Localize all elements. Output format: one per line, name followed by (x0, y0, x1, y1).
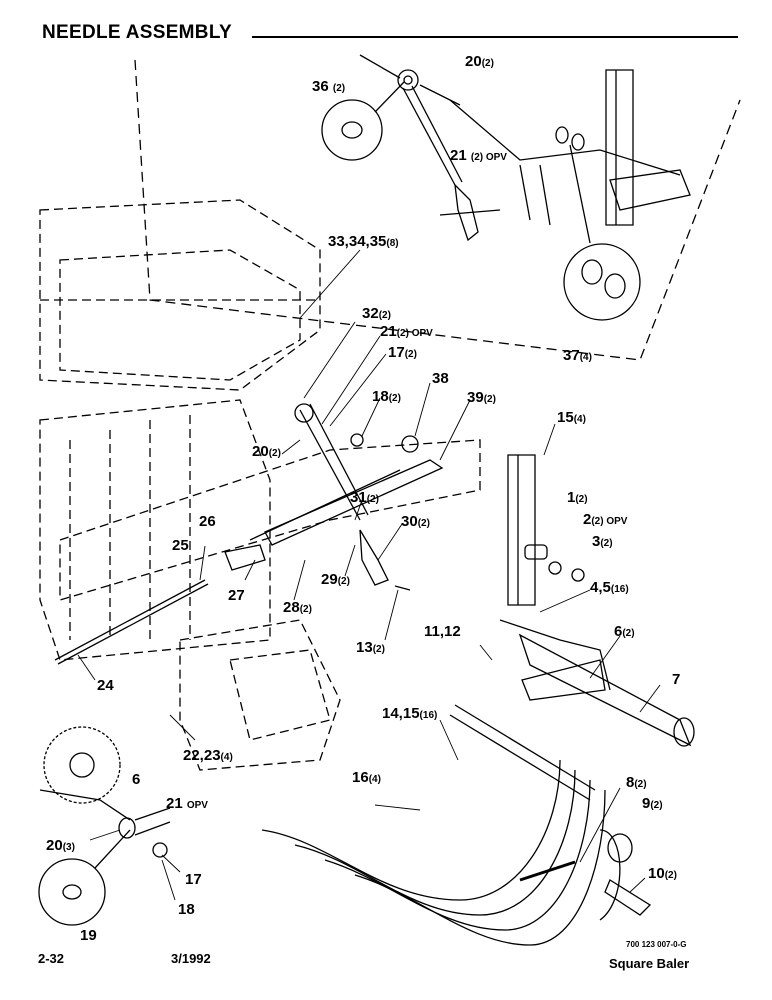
callout-3: 3(2) (592, 533, 613, 550)
callout-1: 1(2) (567, 489, 588, 506)
callout-16: 16(4) (352, 769, 381, 786)
revision-date: 3/1992 (171, 951, 211, 966)
right-bracket (507, 454, 585, 606)
callout-24: 24 (97, 677, 114, 694)
detail-circle-19 (38, 858, 106, 926)
callout-39: 39(2) (467, 389, 496, 406)
callout-31: 31(2) (350, 489, 379, 506)
callout-15-top: 15(4) (557, 409, 586, 426)
detail-circle-36 (321, 99, 383, 161)
callout-14-15: 14,15(16) (382, 705, 437, 722)
callout-10: 10(2) (648, 865, 677, 882)
callout-11-12: 11,12 (424, 623, 461, 640)
title-rule (252, 36, 738, 38)
center-rods (54, 403, 444, 665)
callout-28: 28(2) (283, 599, 312, 616)
callout-38: 38 (432, 370, 449, 387)
leader-lines (77, 249, 661, 901)
needles (261, 704, 606, 946)
callout-8: 8(2) (626, 774, 647, 791)
callout-9: 9(2) (642, 795, 663, 812)
callout-4-5: 4,5(16) (590, 579, 629, 596)
callout-7: 7 (672, 671, 680, 688)
callout-18-mid: 18(2) (372, 388, 401, 405)
callout-6-bottom: 6 (132, 771, 140, 788)
callout-21-mid: 21(2) OPV (380, 323, 433, 340)
baler-frame (39, 199, 481, 771)
upper-connecting-rod (359, 54, 501, 242)
sprocket (39, 726, 131, 821)
callout-6-right: 6(2) (614, 623, 635, 640)
callout-21-top: 21 (2) OPV (450, 147, 507, 164)
callout-21-bottom: 21 OPV (166, 795, 208, 812)
callout-20-top: 20(2) (465, 53, 494, 70)
page-number: 2-32 (38, 951, 65, 966)
callout-19: 19 (80, 927, 97, 944)
page-title: NEEDLE ASSEMBLY (42, 22, 232, 43)
upper-detail-frame (134, 59, 741, 361)
callout-37: 37(4) (563, 347, 592, 364)
callout-30: 30(2) (401, 513, 430, 530)
callout-20-bottom: 20(3) (46, 837, 75, 854)
callout-17-mid: 17(2) (388, 344, 417, 361)
upper-bracket (449, 69, 691, 226)
document-number: 700 123 007-0-G (626, 940, 687, 949)
callout-20-mid: 20(2) (252, 443, 281, 460)
callout-13: 13(2) (356, 639, 385, 656)
callout-26: 26 (199, 513, 216, 530)
callout-labels: 36 (2) 20(2) 21 (2) OPV 33,34,35(8) 37(4… (46, 53, 680, 944)
lower-linkage (118, 807, 171, 858)
product-name: Square Baler (609, 956, 690, 971)
callout-32: 32(2) (362, 305, 391, 322)
callout-22-23: 22,23(4) (183, 747, 233, 764)
callout-27: 27 (228, 587, 245, 604)
callout-18-bottom: 18 (178, 901, 195, 918)
needle-tube (499, 619, 695, 747)
callout-25: 25 (172, 537, 189, 554)
callout-2: 2(2) OPV (583, 511, 628, 528)
callout-33-34-35: 33,34,35(8) (328, 233, 399, 250)
callout-17-bottom: 17 (185, 871, 202, 888)
callout-29: 29(2) (321, 571, 350, 588)
detail-circle-37 (563, 243, 641, 321)
roller-detail (599, 829, 652, 921)
callout-36: 36 (2) (312, 78, 345, 95)
